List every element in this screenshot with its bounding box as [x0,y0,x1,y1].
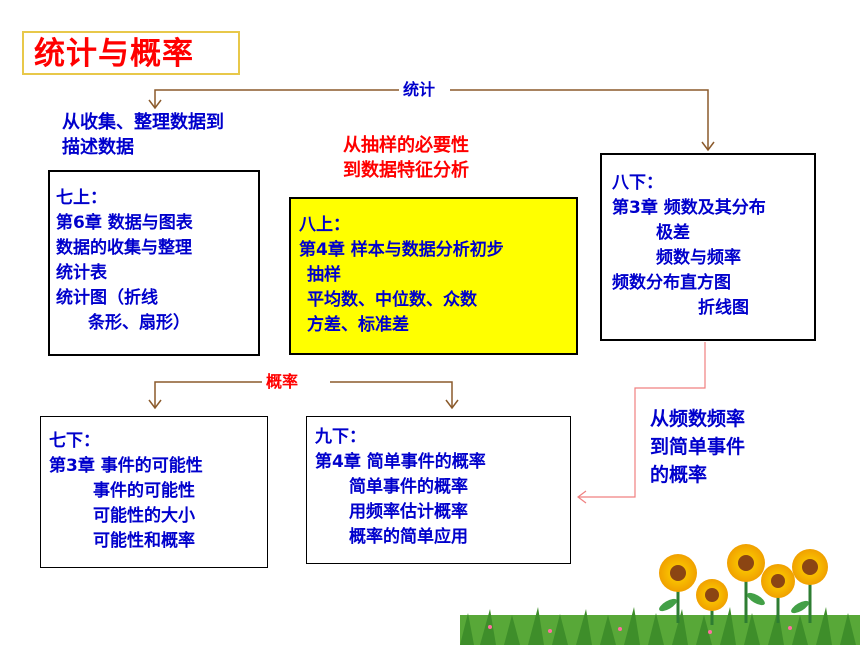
freq-connector [578,342,706,498]
stats-connector-right [450,89,709,150]
freq-arrow [577,490,587,504]
prob-label: 概率 [262,372,303,392]
box-grade8-first: 八上： 第4章 样本与数据分析初步 抽样 平均数、中位数、众数 方差、标准差 [289,197,578,355]
sunflower-5 [792,549,828,585]
prob-arrow-left [148,399,162,410]
stats-arrow-left [148,99,162,110]
box-grade7-first: 七上： 第6章 数据与图表 数据的收集与整理 统计表 统计图（折线 条形、扇形） [48,170,260,356]
stats-connector [154,89,400,108]
note-collect: 从收集、整理数据到 描述数据 [62,112,224,158]
prob-connector [154,381,262,408]
box-grade7-second: 七下： 第3章 事件的可能性 事件的可能性 可能性的大小 可能性和概率 [40,416,268,568]
page-title: 统计与概率 [34,36,194,72]
sunflower-2 [696,579,728,611]
stats-label: 统计 [399,80,440,100]
prob-arrow-right [445,399,459,410]
stats-arrow-right [701,141,715,152]
sunflower-1 [659,554,697,592]
box-grade9-second: 九下： 第4章 简单事件的概率 简单事件的概率 用频率估计概率 概率的简单应用 [306,416,571,564]
note-sampling: 从抽样的必要性 到数据特征分析 [343,135,469,181]
prob-connector-right [330,381,453,408]
note-freq: 从频数频率 到简单事件 的概率 [650,408,746,486]
sunflower-3 [727,544,765,582]
box-grade8-second: 八下： 第3章 频数及其分布 极差 频数与频率 频数分布直方图 折线图 [600,153,816,341]
sunflower-4 [761,564,795,598]
sunflower-decoration [460,544,860,645]
title-box: 统计与概率 [22,31,240,75]
